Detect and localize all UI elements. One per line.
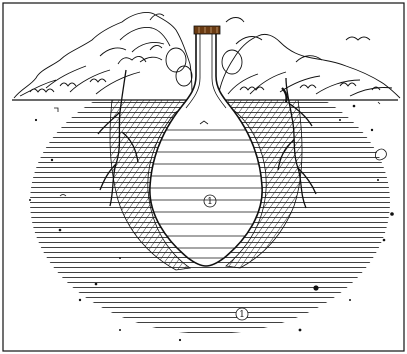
vegetation-right bbox=[218, 18, 400, 99]
label-bottom-marker: 1 bbox=[236, 308, 248, 320]
label-bottom: 1 bbox=[239, 310, 245, 320]
cork-stopper-icon bbox=[194, 26, 220, 34]
label-center: 1 bbox=[207, 197, 213, 207]
vegetation-left bbox=[14, 12, 192, 98]
